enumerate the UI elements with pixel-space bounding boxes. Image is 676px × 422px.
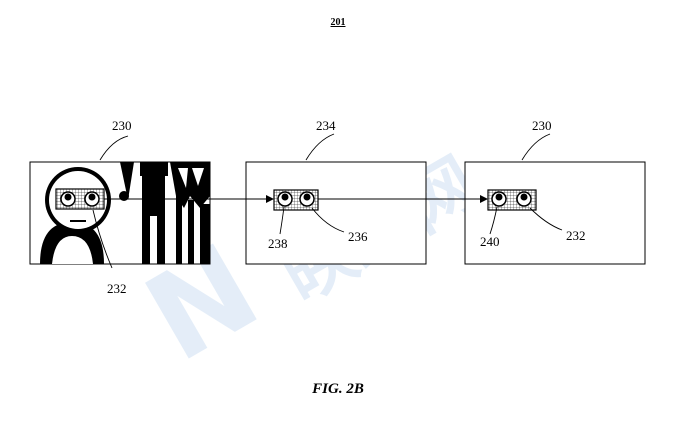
leader-line <box>305 133 335 161</box>
region-label: 240 <box>480 234 500 249</box>
leader-line <box>529 207 563 231</box>
region-label: 232 <box>107 281 127 296</box>
frame-234 <box>245 161 427 265</box>
eye-region-cropped <box>273 189 319 211</box>
leader-line <box>521 133 551 161</box>
leader-line <box>489 206 498 235</box>
eye-region-enhanced <box>487 189 537 211</box>
leader-line <box>92 209 113 269</box>
frame-label: 230 <box>532 118 552 133</box>
region-label: 236 <box>348 229 368 244</box>
leader-line <box>279 206 285 235</box>
frame-border <box>464 161 646 265</box>
region-label: 232 <box>566 228 586 243</box>
arrow-frame2-to-frame3 <box>318 195 488 203</box>
frame-label: 230 <box>112 118 132 133</box>
frame-230-left <box>29 161 211 265</box>
frame-230-right <box>464 161 646 265</box>
figure-caption: FIG. 2B <box>312 381 364 397</box>
leader-line <box>311 207 345 233</box>
region-label: 238 <box>268 236 288 251</box>
frame-border <box>245 161 427 265</box>
person-face-icon <box>40 167 111 264</box>
arrow-frame1-to-frame2 <box>104 195 274 203</box>
frame-label: 234 <box>316 118 336 133</box>
leader-line <box>99 135 129 161</box>
eye-region-232 <box>55 188 105 210</box>
background-figures-icon <box>119 162 210 264</box>
page-number: 201 <box>330 17 346 28</box>
